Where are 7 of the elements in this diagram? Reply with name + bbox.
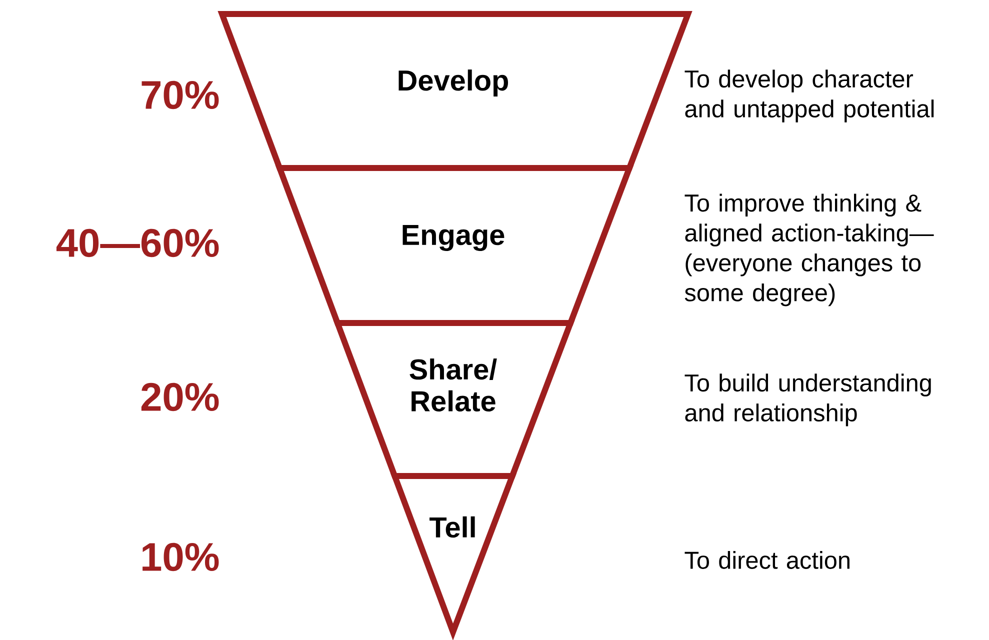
percentage: 10%	[142, 542, 219, 572]
description: To direct action	[684, 551, 850, 569]
percentage: 20%	[141, 382, 219, 412]
description: To build understanding and relationship	[684, 374, 931, 426]
percentage: 70%	[142, 80, 219, 110]
percentage: 40—60%	[56, 228, 219, 258]
description: To improve thinking & aligned action-taking— (everyone changes to some degree)	[684, 194, 934, 306]
